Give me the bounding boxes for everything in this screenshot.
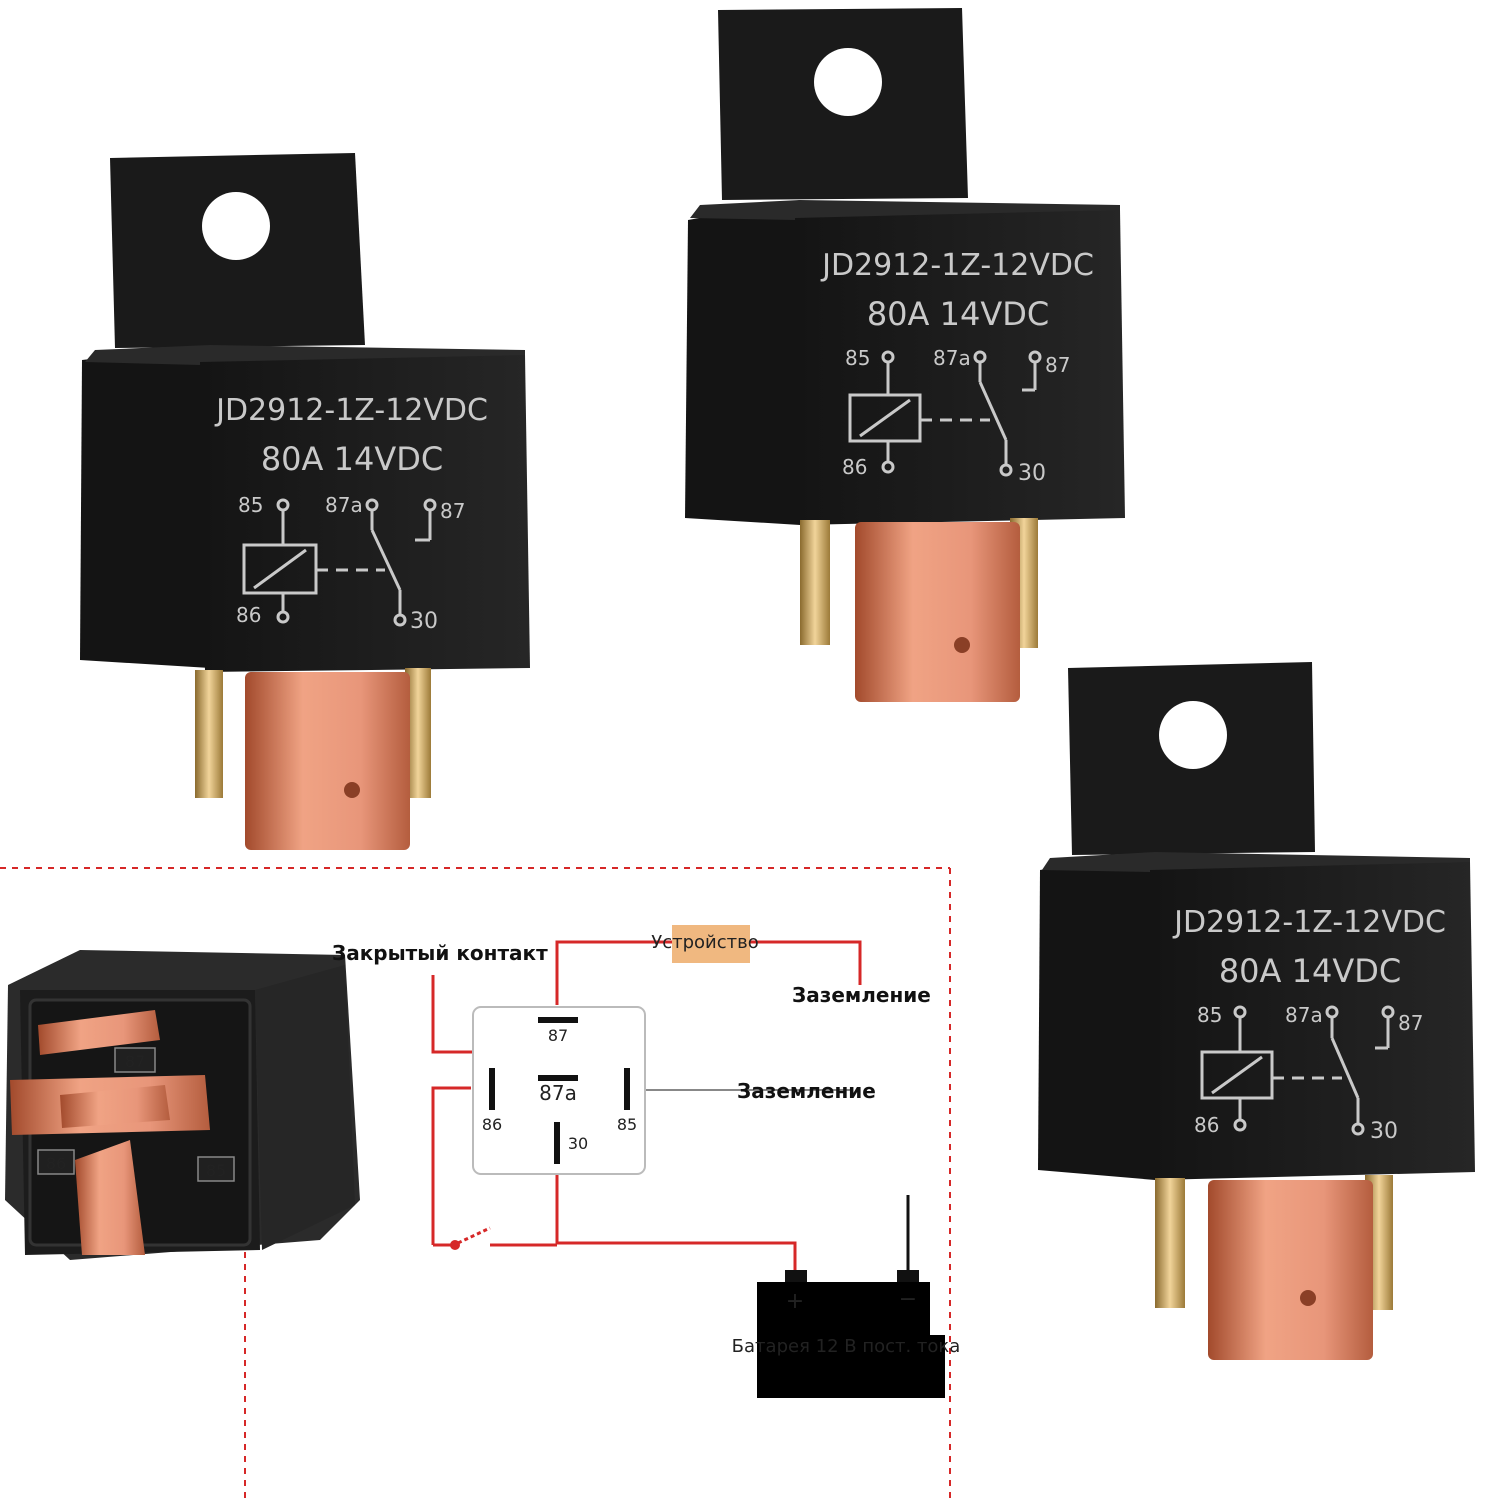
relay-schematic	[242, 498, 437, 627]
relay-rating: 80A 14VDC	[1219, 952, 1401, 990]
pin-87-label: 87	[1398, 1011, 1423, 1035]
copper-terminal	[855, 522, 1020, 702]
pin-87-label: 87	[1045, 353, 1070, 377]
relay-pin-box	[472, 1006, 646, 1175]
box-pin-87-label: 87	[548, 1026, 568, 1045]
battery-minus-label: −	[899, 1287, 917, 1312]
pin-85-label: 85	[1197, 1003, 1222, 1027]
mount-hole	[814, 48, 882, 116]
pin-terminal	[195, 670, 223, 798]
relay-model: JD2912-1Z-12VDC	[214, 393, 488, 428]
pin-30-label: 30	[1018, 461, 1046, 486]
mount-hole	[1159, 701, 1227, 769]
copper-blade	[38, 1010, 160, 1055]
box-pin-87a-label: 87a	[539, 1081, 577, 1105]
relay-1: JD2912-1Z-12VDC 80A 14VDC 85 87a 87 86 3…	[80, 153, 530, 850]
pin-terminal	[800, 520, 830, 645]
ground-label-relay: Заземление	[737, 1079, 876, 1103]
relay-schematic	[848, 350, 1042, 477]
mount-hole	[202, 192, 270, 260]
bottom-pin-85-label: 85	[206, 1161, 226, 1180]
pin-86-label: 86	[1194, 1113, 1219, 1137]
pin-86-label: 86	[236, 603, 261, 627]
box-pin-86-label: 86	[482, 1115, 502, 1134]
pin-terminal	[1155, 1178, 1185, 1308]
battery-plus-label: +	[786, 1289, 804, 1314]
wiring-diagram: Устройство 87 87a 86 85 30 Закрытый конт…	[332, 925, 960, 1398]
pin-86-label: 86	[842, 455, 867, 479]
relay-model: JD2912-1Z-12VDC	[820, 248, 1094, 283]
pin-87a-label: 87a	[325, 493, 363, 517]
bottom-pin-87-label: 87	[125, 1052, 145, 1071]
relay-model: JD2912-1Z-12VDC	[1172, 905, 1446, 940]
box-pin-30-label: 30	[568, 1134, 588, 1153]
switch-symbol	[433, 1226, 491, 1250]
battery-symbol: + − Батарея 12 В пост. тока	[732, 1195, 961, 1398]
box-pin-85-label: 85	[617, 1115, 637, 1134]
relay-schematic	[1200, 1005, 1395, 1136]
relay-3: JD2912-1Z-12VDC 80A 14VDC 85 87a 87 86 3…	[1038, 662, 1475, 1360]
ground-label-device: Заземление	[792, 983, 931, 1007]
relay-bottom-view: 87 86 85	[5, 950, 360, 1260]
pin-30-label: 30	[410, 609, 438, 634]
copper-blade	[75, 1140, 145, 1255]
pin-87a-label: 87a	[933, 346, 971, 370]
copper-terminal	[245, 672, 410, 850]
closed-contact-label: Закрытый контакт	[332, 941, 548, 965]
pin-87a-label: 87a	[1285, 1003, 1323, 1027]
pin-85-label: 85	[238, 493, 263, 517]
pin-30-label: 30	[1370, 1119, 1398, 1144]
relay-2: JD2912-1Z-12VDC 80A 14VDC 85 87a 87 86 3…	[685, 8, 1125, 702]
device-block	[672, 925, 750, 963]
battery-label: Батарея 12 В пост. тока	[732, 1336, 961, 1357]
pin-87-label: 87	[440, 499, 465, 523]
pin-85-label: 85	[845, 346, 870, 370]
relay-rating: 80A 14VDC	[867, 295, 1049, 333]
bottom-pin-86-label: 86	[46, 1154, 66, 1173]
relay-rating: 80A 14VDC	[261, 440, 443, 478]
copper-terminal	[1208, 1180, 1373, 1360]
copper-blade	[60, 1085, 170, 1128]
device-label: Устройство	[651, 932, 759, 953]
